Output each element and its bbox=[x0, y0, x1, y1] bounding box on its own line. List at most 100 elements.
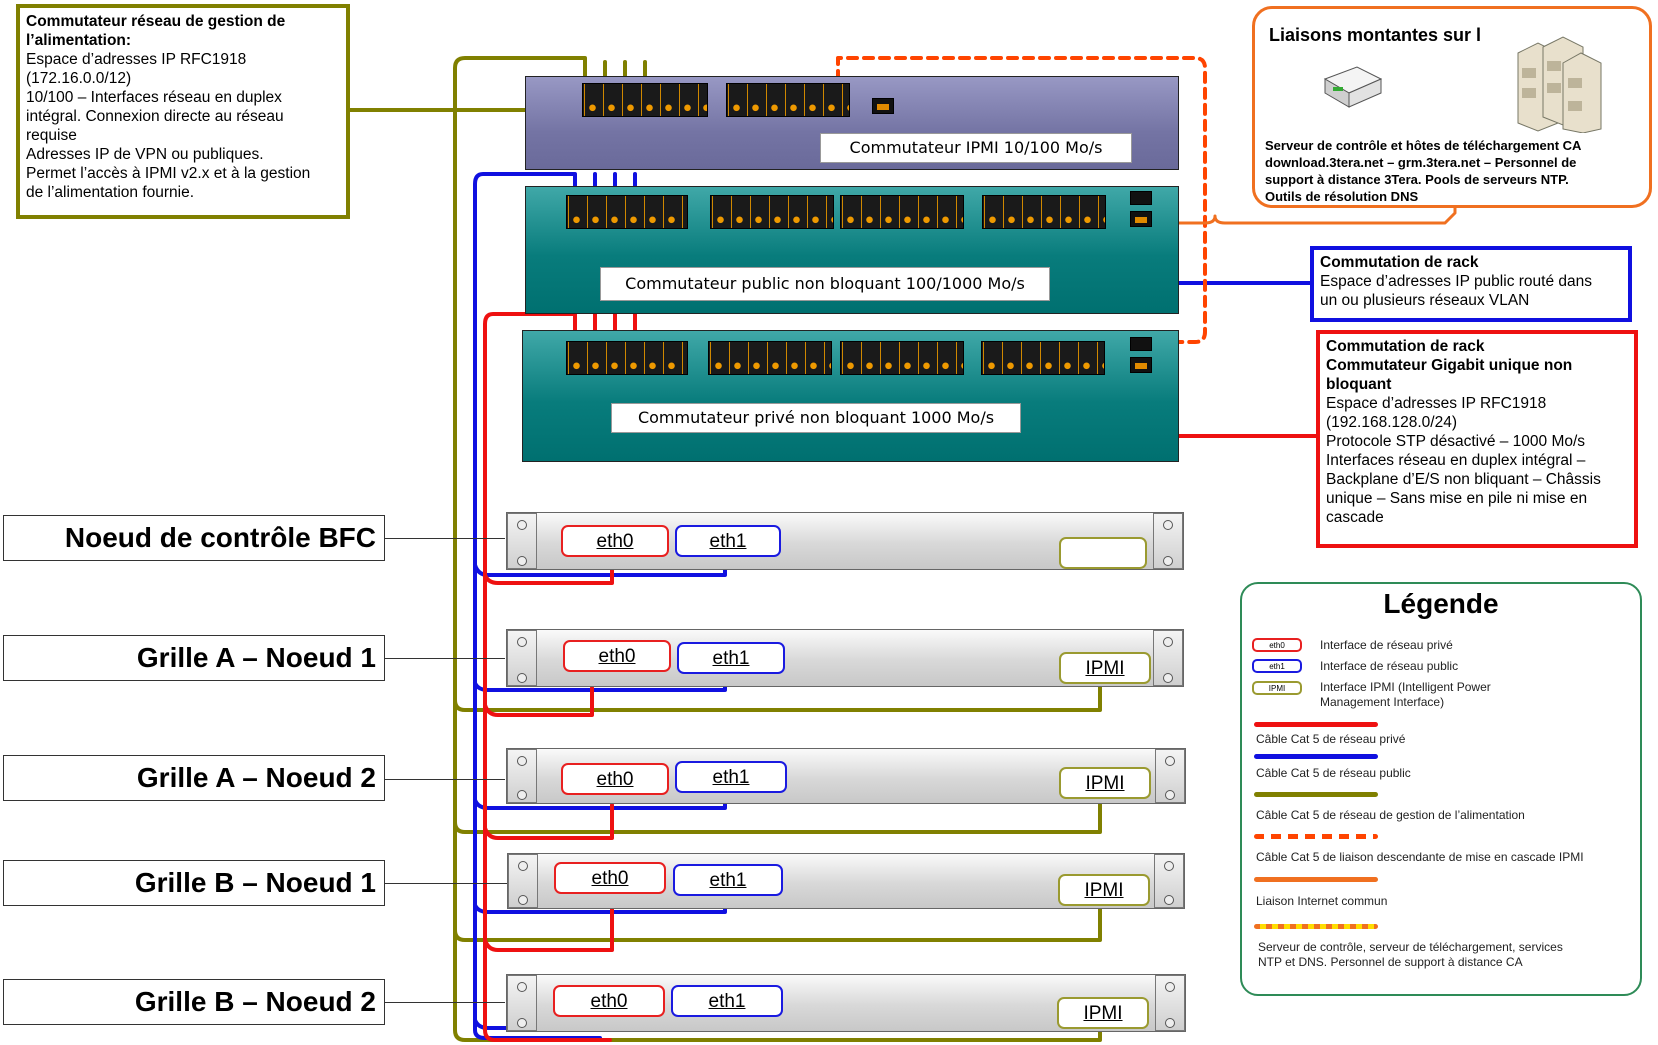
rack-ear-right bbox=[1155, 975, 1185, 1031]
legend-ipmi-text-2: Management Interface) bbox=[1320, 695, 1445, 709]
rack-ear-right bbox=[1154, 854, 1184, 908]
legend-power-text: Câble Cat 5 de réseau de gestion de l’al… bbox=[1256, 808, 1525, 822]
power-note-line: Espace d’adresses IP RFC1918 bbox=[26, 51, 247, 68]
private-note-line: Interfaces réseau en duplex intégral – bbox=[1326, 452, 1586, 469]
public-note-line: un ou plusieurs réseaux VLAN bbox=[1320, 292, 1530, 309]
eth0-interface: eth0 bbox=[561, 525, 669, 557]
private-note-line: unique – Sans mise en pile ni mise en bbox=[1326, 490, 1588, 507]
rack-ear-left bbox=[507, 975, 537, 1031]
node-label-grid-b-2: Grille B – Noeud 2 bbox=[3, 979, 385, 1025]
rack-ear-right bbox=[1155, 749, 1185, 803]
public-note-title: Commutation de rack bbox=[1320, 254, 1479, 271]
server-farm-icon bbox=[1517, 36, 1602, 133]
public-note-line: Espace d’adresses IP public routé dans bbox=[1320, 273, 1592, 290]
ipmi-switch-label: Commutateur IPMI 10/100 Mo/s bbox=[820, 133, 1132, 163]
ipmi-interface bbox=[1059, 537, 1147, 569]
legend-private-line bbox=[1254, 722, 1378, 727]
power-note-line: 10/100 – Interfaces réseau en duplex bbox=[26, 89, 282, 106]
uplink-port bbox=[1130, 191, 1152, 205]
private-switching-note: Commutation de rack Commutateur Gigabit … bbox=[1316, 330, 1638, 548]
power-note-line: intégral. Connexion directe au réseau bbox=[26, 108, 284, 125]
uplink-port bbox=[1130, 337, 1152, 351]
uplink-port bbox=[1130, 357, 1152, 373]
node-label-grid-a-1: Grille A – Noeud 1 bbox=[3, 635, 385, 681]
uplinks-title: Liaisons montantes sur l bbox=[1269, 25, 1482, 45]
private-note-line: cascade bbox=[1326, 509, 1384, 526]
public-switch-label: Commutateur public non bloquant 100/1000… bbox=[600, 267, 1050, 301]
legend-cascade-text: Câble Cat 5 de liaison descendante de mi… bbox=[1256, 850, 1584, 864]
ipmi-cascade-cable bbox=[836, 56, 1207, 344]
uplinks-note: Liaisons montantes sur l Serveur de cont… bbox=[1252, 6, 1652, 208]
port-bank bbox=[981, 341, 1105, 375]
port-bank bbox=[566, 341, 688, 375]
node-connector bbox=[385, 883, 507, 884]
ipmi-switch: Commutateur IPMI 10/100 Mo/s bbox=[525, 76, 1179, 170]
ipmi-interface: IPMI bbox=[1057, 997, 1149, 1029]
port-bank bbox=[566, 195, 688, 229]
eth0-interface: eth0 bbox=[553, 985, 665, 1017]
legend-control-text-2: NTP et DNS. Personnel de support à dista… bbox=[1258, 955, 1523, 969]
internet-uplink-cable bbox=[1138, 203, 1457, 225]
legend-ipmi-badge: IPMI bbox=[1252, 681, 1302, 695]
legend-cascade-line bbox=[1254, 834, 1378, 839]
power-note-line: Adresses IP de VPN ou publiques. bbox=[26, 146, 264, 163]
power-note-line: requise bbox=[26, 127, 77, 144]
server-bfc-control: eth0 eth1 bbox=[506, 512, 1184, 570]
node-label-grid-b-1: Grille B – Noeud 1 bbox=[3, 860, 385, 906]
legend-control-text: Serveur de contrôle, serveur de téléchar… bbox=[1258, 940, 1563, 954]
node-connector bbox=[385, 1002, 505, 1003]
uplinks-line: download.3tera.net – grm.3tera.net – Per… bbox=[1265, 155, 1577, 170]
private-note-line: Protocole STP désactivé – 1000 Mo/s bbox=[1326, 433, 1586, 450]
legend-power-line bbox=[1254, 792, 1378, 797]
eth0-interface: eth0 bbox=[561, 763, 669, 795]
power-note-title: Commutateur réseau de gestion de l’alime… bbox=[26, 13, 286, 49]
router-icon bbox=[1323, 66, 1383, 108]
eth1-interface: eth1 bbox=[677, 642, 785, 674]
node-connector bbox=[385, 538, 505, 539]
eth1-interface: eth1 bbox=[675, 525, 781, 557]
legend-eth0-text: Interface de réseau privé bbox=[1320, 638, 1453, 652]
legend-control-line bbox=[1254, 924, 1378, 929]
rack-ear-right bbox=[1153, 513, 1183, 569]
private-note-title: Commutation de rack bbox=[1326, 338, 1485, 355]
power-note-line: Permet l’accès à IPMI v2.x et à la gesti… bbox=[26, 165, 311, 182]
port-bank bbox=[726, 83, 850, 117]
legend-public-text: Câble Cat 5 de réseau public bbox=[1256, 766, 1411, 780]
legend-eth0-badge: eth0 bbox=[1252, 638, 1302, 652]
port-bank bbox=[710, 195, 834, 229]
port-bank bbox=[982, 195, 1106, 229]
uplinks-line: support à distance 3Tera. Pools de serve… bbox=[1265, 172, 1569, 187]
private-switch: Commutateur privé non bloquant 1000 Mo/s bbox=[522, 330, 1179, 462]
power-management-cables bbox=[348, 56, 1102, 1042]
legend-private-text: Câble Cat 5 de réseau privé bbox=[1256, 732, 1406, 746]
private-note-line: (192.168.128.0/24) bbox=[1326, 414, 1457, 431]
server-grid-a-1: eth0 eth1 IPMI bbox=[506, 629, 1184, 687]
port-bank bbox=[840, 341, 964, 375]
ipmi-interface: IPMI bbox=[1058, 874, 1150, 906]
public-switching-note: Commutation de rack Espace d’adresses IP… bbox=[1310, 246, 1632, 322]
private-switch-label: Commutateur privé non bloquant 1000 Mo/s bbox=[611, 403, 1021, 433]
legend-public-line bbox=[1254, 754, 1378, 759]
rack-ear-right bbox=[1153, 630, 1183, 686]
node-connector bbox=[385, 658, 505, 659]
legend-eth1-text: Interface de réseau public bbox=[1320, 659, 1459, 673]
node-label-grid-a-2: Grille A – Noeud 2 bbox=[3, 755, 385, 801]
private-note-title: bloquant bbox=[1326, 376, 1392, 393]
uplinks-text: Serveur de contrôle et hôtes de téléchar… bbox=[1265, 137, 1581, 205]
port-bank bbox=[708, 341, 832, 375]
rack-ear-left bbox=[508, 854, 538, 908]
private-note-title: Commutateur Gigabit unique non bbox=[1326, 357, 1573, 374]
server-grid-a-2: eth0 eth1 IPMI bbox=[506, 748, 1186, 804]
legend-ipmi-text: Interface IPMI (Intelligent Power bbox=[1320, 680, 1491, 694]
ipmi-interface: IPMI bbox=[1059, 652, 1151, 684]
legend-eth1-badge: eth1 bbox=[1252, 659, 1302, 673]
uplink-port bbox=[872, 98, 894, 114]
eth1-interface: eth1 bbox=[673, 864, 783, 896]
legend-internet-line bbox=[1254, 877, 1378, 882]
eth1-interface: eth1 bbox=[671, 985, 783, 1017]
port-bank bbox=[840, 195, 964, 229]
node-label-bfc-control: Noeud de contrôle BFC bbox=[3, 515, 385, 561]
eth0-interface: eth0 bbox=[563, 640, 671, 672]
private-network-cables bbox=[483, 312, 1320, 1042]
